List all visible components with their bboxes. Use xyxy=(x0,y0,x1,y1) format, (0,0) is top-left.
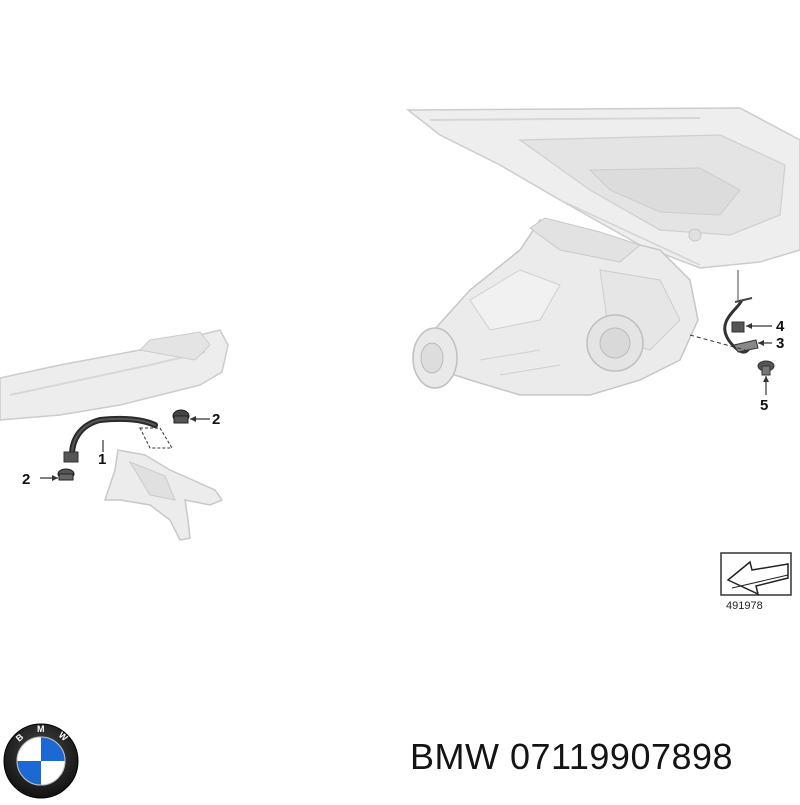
svg-text:B: B xyxy=(14,731,26,743)
heat-shield-panel xyxy=(0,329,229,421)
callout-2-lower: 2 xyxy=(22,471,30,488)
hose-clip-item4 xyxy=(731,321,745,333)
svg-text:M: M xyxy=(37,724,45,734)
callout-4: 4 xyxy=(776,318,785,335)
grommet-item2-lower xyxy=(57,468,75,481)
grommet-item2-upper xyxy=(172,409,190,424)
bmw-roundel-icon: B M W xyxy=(3,723,79,799)
callout-arrowheads xyxy=(52,323,769,481)
rear-differential-housing xyxy=(412,217,699,396)
callout-1: 1 xyxy=(98,451,106,468)
transmission-mount-bracket xyxy=(103,449,224,541)
callout-3: 3 xyxy=(776,335,784,352)
callout-5: 5 xyxy=(760,397,768,414)
bmw-logo: B M W xyxy=(2,722,80,800)
breather-hose-assembly xyxy=(689,270,759,354)
part-caption: BMW 07119907898 xyxy=(410,736,734,777)
underbody-floor-panel xyxy=(405,107,800,269)
callout-2-upper: 2 xyxy=(212,411,220,428)
vent-hose-item1 xyxy=(63,415,173,463)
bolt-item5 xyxy=(757,360,775,376)
figure-number: 491978 xyxy=(726,600,763,612)
direction-arrow-box xyxy=(720,552,792,596)
